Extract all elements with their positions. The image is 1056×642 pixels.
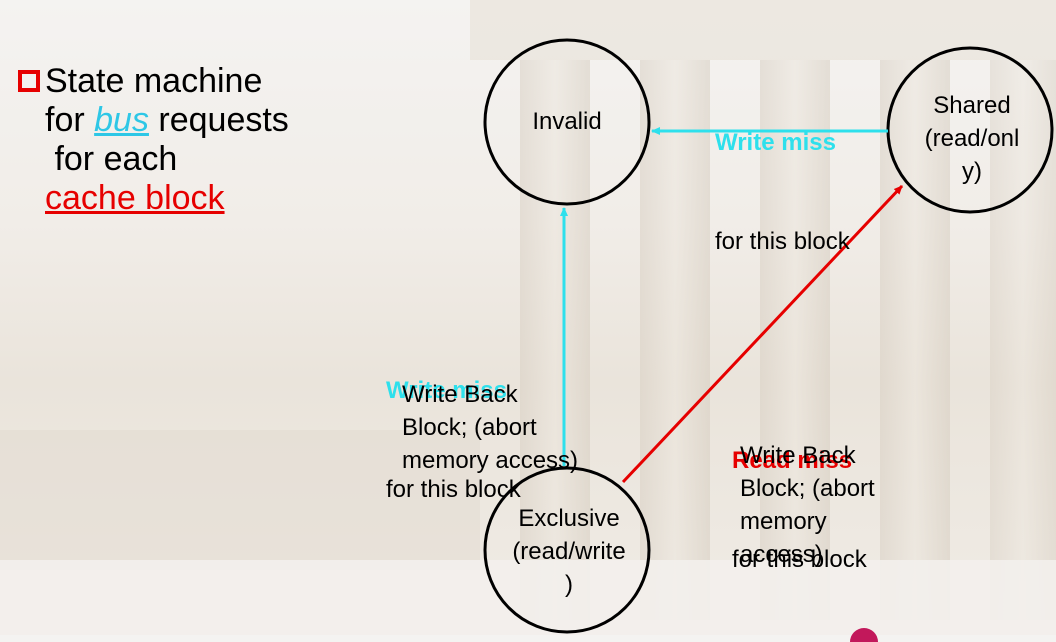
state-exclusive-label: Exclusive (read/write ) xyxy=(512,505,626,598)
bus-word: bus xyxy=(94,101,149,139)
bullet-line-3: for each xyxy=(45,140,178,178)
cache-block-word: cache block xyxy=(45,179,225,217)
edge-exclusive-to-invalid-action: Write Back Block; (abort memory access) xyxy=(402,381,579,474)
edge-exclusive-to-shared-label: Read miss for this block xyxy=(732,378,867,609)
edge-exclusive-to-invalid-title: Write miss xyxy=(386,377,507,404)
bullet-text: State machine for bus requests for each … xyxy=(18,62,289,218)
edge-shared-to-invalid-label: Write miss for this block xyxy=(715,60,850,291)
edge-exclusive-to-invalid-subtitle: for this block xyxy=(386,476,521,503)
bullet-line-2-suffix: requests xyxy=(148,101,289,139)
checkbox-bullet-icon xyxy=(18,70,40,92)
state-invalid-circle xyxy=(483,38,651,206)
edge-exclusive-to-shared-arrow xyxy=(621,184,904,484)
edge-shared-to-invalid-title: Write miss xyxy=(715,129,836,156)
edge-exclusive-to-shared-title: Read miss xyxy=(732,447,853,474)
bullet-line-2: for bus requests xyxy=(45,101,289,140)
edge-shared-to-invalid-subtitle: for this block xyxy=(715,228,850,255)
edge-exclusive-to-shared-subtitle: for this block xyxy=(732,546,867,573)
state-shared-label: Shared (read/onl y) xyxy=(924,92,1020,185)
state-invalid-label: Invalid xyxy=(532,108,602,135)
bullet-line-2-prefix: for xyxy=(45,101,95,139)
bullet-line-1: State machine xyxy=(45,62,263,100)
edge-exclusive-to-shared-action: Write Back Block; (abort memory access) xyxy=(740,442,875,568)
edge-exclusive-to-invalid-label: Write miss for this block xyxy=(386,308,521,539)
state-exclusive-circle xyxy=(483,466,651,634)
